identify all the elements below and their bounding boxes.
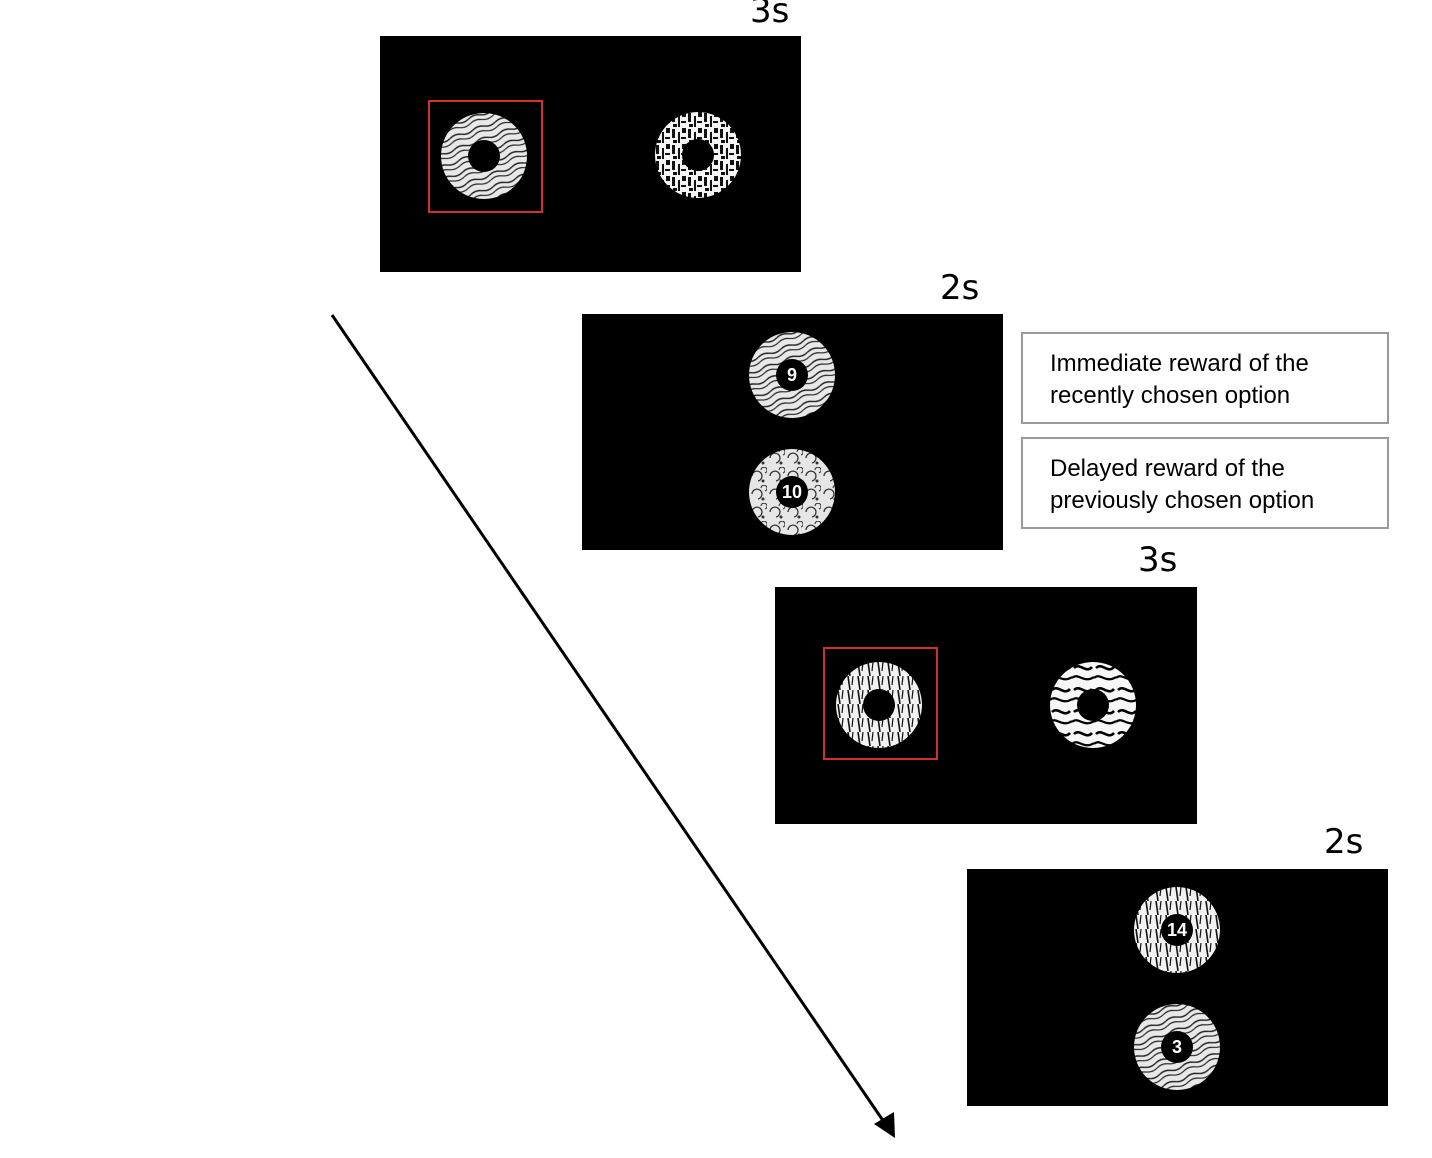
reward-value: 10 [776, 476, 808, 508]
reward-value: 3 [1161, 1031, 1193, 1063]
reward-stimulus-top: 9 [749, 332, 835, 418]
stimulus-hole [468, 140, 500, 172]
stimulus-right[interactable] [1050, 662, 1136, 748]
stimulus-hole [1077, 689, 1109, 721]
legend-delayed-reward: Delayed reward of the previously chosen … [1021, 437, 1389, 529]
feedback-screen-1: 9 10 [582, 314, 1003, 550]
feedback-screen-2: 14 3 [967, 869, 1388, 1106]
selection-box [823, 647, 938, 760]
duration-label-4: 2s [1324, 822, 1364, 862]
stimulus-left[interactable] [441, 113, 527, 199]
stimulus-right[interactable] [655, 112, 741, 198]
duration-label-1: 3s [750, 0, 790, 31]
stimulus-hole [682, 139, 714, 171]
choice-screen-1 [380, 36, 801, 272]
legend-immediate-reward: Immediate reward of the recently chosen … [1021, 332, 1389, 424]
stimulus-left[interactable] [836, 662, 922, 748]
reward-value: 9 [776, 359, 808, 391]
duration-label-2: 2s [940, 268, 980, 308]
selection-box [428, 100, 543, 213]
duration-label-3: 3s [1138, 540, 1178, 580]
reward-value: 14 [1161, 914, 1193, 946]
reward-stimulus-bottom: 10 [749, 449, 835, 535]
choice-screen-2 [775, 587, 1197, 824]
reward-stimulus-top: 14 [1134, 887, 1220, 973]
stimulus-hole [863, 689, 895, 721]
reward-stimulus-bottom: 3 [1134, 1004, 1220, 1090]
